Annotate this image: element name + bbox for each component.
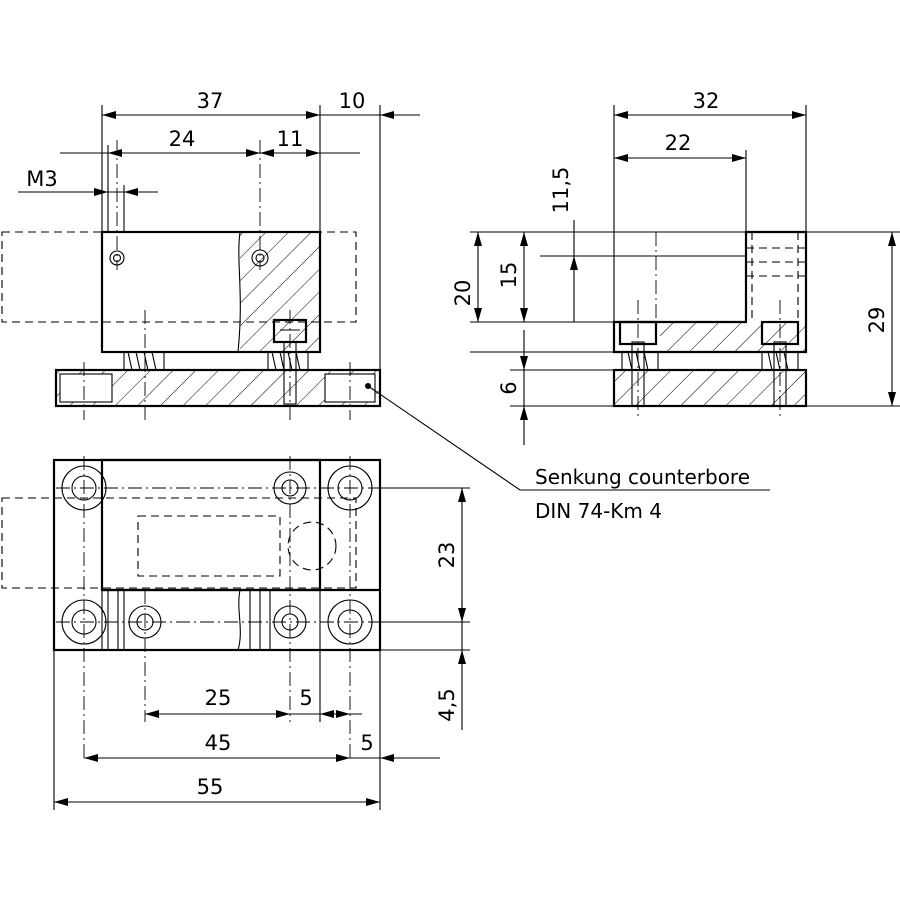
dim-10: 10 <box>339 89 366 113</box>
top-view: 23 4,5 25 5 45 5 55 <box>1 456 470 810</box>
dim-15: 15 <box>497 262 521 289</box>
dim-11-5: 11,5 <box>549 167 573 214</box>
dim-23: 23 <box>435 542 459 569</box>
dim-20: 20 <box>451 280 475 307</box>
side-view: 32 22 11,5 20 15 6 29 <box>451 89 900 445</box>
thread-label-m3: M3 <box>26 167 57 191</box>
dim-25: 25 <box>205 686 232 710</box>
dim-24: 24 <box>169 127 196 151</box>
dim-37: 37 <box>197 89 224 113</box>
front-view: 37 10 24 11 M3 <box>1 89 420 420</box>
dim-32: 32 <box>693 89 720 113</box>
dim-55: 55 <box>197 775 224 799</box>
callout-line-1: Senkung counterbore <box>535 465 750 489</box>
dim-6: 6 <box>497 381 521 394</box>
spring-right <box>267 351 309 371</box>
dim-4-5: 4,5 <box>435 688 459 721</box>
dim-11: 11 <box>277 127 304 151</box>
dim-22: 22 <box>665 131 692 155</box>
counterbore-callout: Senkung counterbore DIN 74-Km 4 <box>365 383 770 523</box>
spring-left <box>123 351 165 371</box>
dim-45: 45 <box>205 731 232 755</box>
dim-5-lower: 5 <box>360 731 373 755</box>
dim-5-upper: 5 <box>299 686 312 710</box>
dim-29: 29 <box>865 307 889 334</box>
callout-line-2: DIN 74-Km 4 <box>535 499 662 523</box>
